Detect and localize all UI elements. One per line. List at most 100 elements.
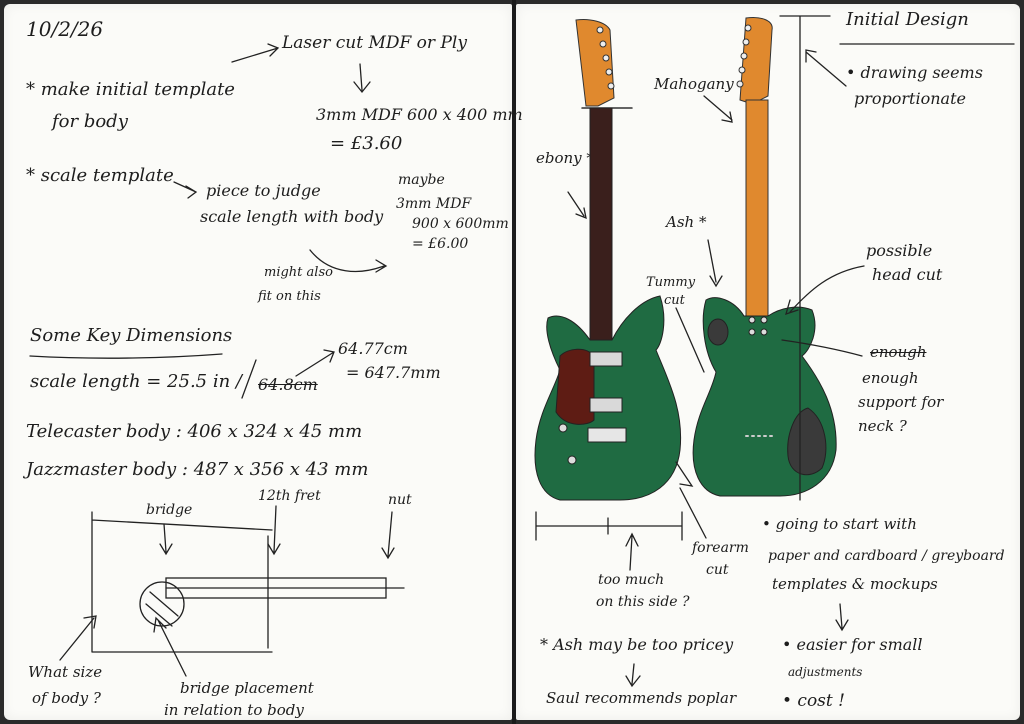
back-tummy-cavity: [787, 407, 827, 476]
guitar-back: [692, 17, 837, 497]
mahogany-arrow-icon: [703, 95, 733, 123]
bridge-pickup: [589, 397, 623, 413]
too-much-arrow-icon: [625, 532, 639, 571]
ash-pricey-note: * Ash may be too pricey: [540, 635, 734, 654]
diagram-bridge-hatch: [145, 591, 179, 627]
mdf-large-price: = £6.00: [412, 236, 469, 252]
fret-arrow-icon: [267, 505, 281, 556]
mdf-small-price: = £3.60: [330, 133, 403, 154]
key-dimensions-heading: Some Key Dimensions: [30, 325, 233, 346]
scale-with-body-note: scale length with body: [200, 207, 384, 226]
laser-down-arrow-icon: [353, 63, 371, 94]
ebony-arrow-icon: [567, 191, 587, 220]
neck-screw-2: [760, 316, 768, 324]
mdf-small-size: 3mm MDF 600 x 400 mm: [316, 105, 523, 124]
tummy-cut-1: Tummy: [646, 275, 696, 290]
headcut-arrow-icon: [785, 265, 865, 316]
tuner-3: [602, 54, 610, 62]
bridge-placement-1: bridge placement: [180, 679, 314, 697]
enough-2: support for: [858, 393, 944, 411]
might-arrow-icon: [309, 249, 388, 273]
diagram-bridge-circle: [139, 581, 185, 627]
nut-label: nut: [388, 492, 412, 508]
design-title: Initial Design: [846, 9, 969, 30]
laser-cut-note: Laser cut MDF or Ply: [282, 33, 467, 53]
drawing-arrow-icon: [805, 49, 847, 87]
fret-label: 12th fret: [258, 488, 321, 504]
left-page: [4, 4, 512, 720]
laser-arrow-icon: [231, 43, 280, 63]
forearm-2: cut: [706, 562, 729, 578]
diagram-frame: [91, 511, 273, 653]
size-arrow-icon: [59, 615, 97, 661]
forearm-1: forearm: [692, 540, 749, 556]
going-note-2: paper and cardboard / greyboard: [768, 548, 1005, 564]
knob-2: [567, 455, 577, 465]
cm-arrow-icon: [295, 349, 335, 377]
back-tuner-1: [744, 24, 752, 32]
bridge-label: bridge: [146, 502, 193, 518]
slash-line: [241, 359, 257, 399]
neck-screw-3: [748, 328, 756, 336]
width-dimension-line: [535, 511, 683, 541]
going-note-3: templates & mockups: [772, 575, 938, 593]
scale-mm-value: = 647.7mm: [346, 363, 441, 382]
enough-struck: enough: [870, 343, 927, 361]
bridge-arrow-icon: [159, 523, 173, 556]
tuner-1: [596, 26, 604, 34]
tuner-4: [605, 68, 613, 76]
neck-screw-1: [748, 316, 756, 324]
what-size-2: of body ?: [32, 689, 101, 707]
back-tuner-4: [738, 66, 746, 74]
guitar-front: [534, 19, 682, 501]
drawing-note-2: proportionate: [854, 89, 966, 108]
scale-arrow-icon: [173, 181, 198, 199]
scale-template-note: * scale template: [26, 165, 174, 186]
scale-cm-value: 64.77cm: [338, 339, 408, 358]
front-fretboard: [589, 107, 613, 347]
going-note-1: • going to start with: [762, 515, 917, 533]
possible-1: possible: [866, 241, 933, 260]
back-tuner-5: [736, 80, 744, 88]
tummy-arrow: [675, 307, 705, 373]
easier-note-1: • easier for small: [782, 635, 923, 654]
back-tuner-2: [742, 38, 750, 46]
ash-arrow-icon: [707, 239, 723, 288]
saul-arrow-icon: [625, 663, 641, 688]
jazzmaster-dimensions: Jazzmaster body : 487 x 356 x 43 mm: [26, 459, 369, 480]
nut-arrow-icon: [381, 511, 395, 560]
height-guide-line: [779, 15, 831, 501]
might-also-2: fit on this: [258, 289, 321, 304]
placement-arrow-icon: [153, 616, 187, 677]
neck-pickup: [589, 351, 623, 367]
front-pickguard: [555, 348, 595, 425]
back-headstock: [739, 17, 773, 105]
too-much-2: on this side ?: [596, 594, 690, 610]
easier-note-2: adjustments: [788, 665, 863, 679]
date: 10/2/26: [26, 17, 104, 41]
possible-2: head cut: [872, 265, 943, 284]
maybe-note: maybe: [398, 172, 445, 188]
support-pointer-line: [781, 339, 863, 357]
back-control-cavity: [707, 318, 729, 346]
neck-screw-4: [760, 328, 768, 336]
tuner-2: [599, 40, 607, 48]
knob-1: [558, 423, 568, 433]
telecaster-dimensions: Telecaster body : 406 x 324 x 45 mm: [26, 421, 363, 442]
initial-template-note: * make initial template: [26, 79, 235, 100]
saul-poplar-note: Saul recommends poplar: [546, 689, 737, 707]
ash-label: Ash *: [666, 213, 707, 231]
heading-underline: [29, 353, 223, 359]
front-headstock: [575, 19, 615, 107]
piece-to-judge-note: piece to judge: [206, 181, 321, 200]
forearm-cut-mark: [675, 461, 694, 487]
notebook-gutter: [512, 0, 516, 724]
back-tuner-3: [740, 52, 748, 60]
mdf-large-2: 900 x 600mm: [412, 216, 509, 232]
scale-struck-value: 64.8cm: [258, 375, 318, 394]
bridge-placement-2: in relation to body: [164, 701, 304, 719]
drawing-note-1: • drawing seems: [846, 63, 983, 82]
what-size-1: What size: [28, 663, 103, 681]
